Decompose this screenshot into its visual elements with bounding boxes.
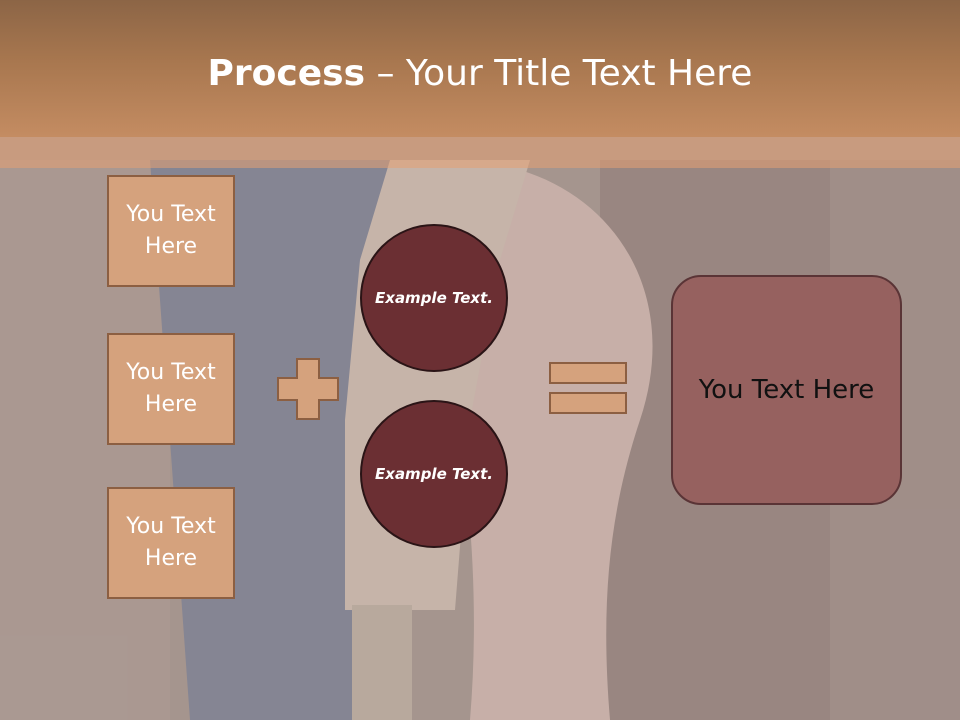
result-box: You Text Here — [671, 275, 902, 505]
slide-title: Process – Your Title Text Here — [0, 50, 960, 98]
plus-icon — [276, 357, 340, 425]
title-rest: – Your Title Text Here — [365, 53, 753, 94]
title-bar — [0, 0, 960, 137]
text-box-1: You Text Here — [107, 175, 235, 287]
title-strip — [0, 137, 960, 168]
circle-2: Example Text. — [360, 400, 508, 548]
circle-1: Example Text. — [360, 224, 508, 372]
text-box-2: You Text Here — [107, 333, 235, 445]
text-box-3: You Text Here — [107, 487, 235, 599]
title-bold: Process — [207, 53, 366, 94]
equals-icon — [549, 362, 629, 420]
